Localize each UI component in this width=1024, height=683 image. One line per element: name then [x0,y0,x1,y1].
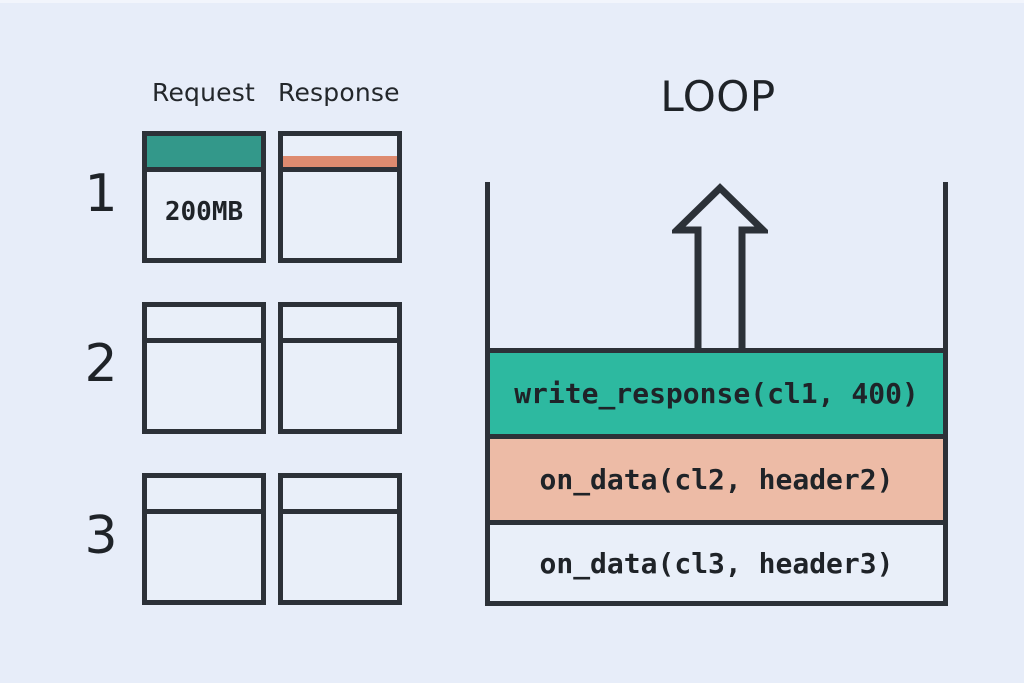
response-header-stripe [283,156,397,167]
column-header-response: Response [278,78,400,107]
request-box-row-1-header [147,136,261,172]
response-box-row-3-body [283,514,397,600]
loop-title: LOOP [660,72,776,121]
request-box-row-3-header [147,478,261,514]
top-edge-strip [0,0,1024,3]
arrow-up-outline-icon [672,183,768,355]
row-number-3: 3 [84,506,118,566]
request-box-row-1-body: 200MB [147,172,261,258]
loop-bar-label: on_data(cl2, header2) [539,463,894,496]
request-size-label: 200MB [164,197,244,227]
loop-bar-on-data-cl2[interactable]: on_data(cl2, header2) [485,434,948,520]
response-box-row-2-header [283,307,397,343]
request-box-row-2-header [147,307,261,343]
request-box-row-1: 200MB [142,131,266,263]
loop-bar-write-response[interactable]: write_response(cl1, 400) [485,348,948,434]
column-header-request: Request [152,78,255,107]
response-box-row-1-body [283,172,397,258]
loop-bar-on-data-cl3[interactable]: on_data(cl3, header3) [485,520,948,606]
response-box-row-3-header [283,478,397,514]
loop-bar-label: write_response(cl1, 400) [514,377,919,410]
request-box-row-3-body [147,514,261,600]
request-box-row-3 [142,473,266,605]
response-box-row-1-header [283,136,397,172]
loop-bar-label: on_data(cl3, header3) [539,546,894,580]
request-box-row-2-body [147,343,261,429]
response-box-row-2 [278,302,402,434]
row-number-1: 1 [84,164,118,224]
response-box-row-1 [278,131,402,263]
request-box-row-2 [142,302,266,434]
loop-rail-left [485,182,490,357]
response-box-row-2-body [283,343,397,429]
loop-rail-right [943,182,948,357]
loop-call-stack: write_response(cl1, 400) on_data(cl2, he… [485,348,948,606]
row-number-2: 2 [84,334,118,394]
response-box-row-3 [278,473,402,605]
